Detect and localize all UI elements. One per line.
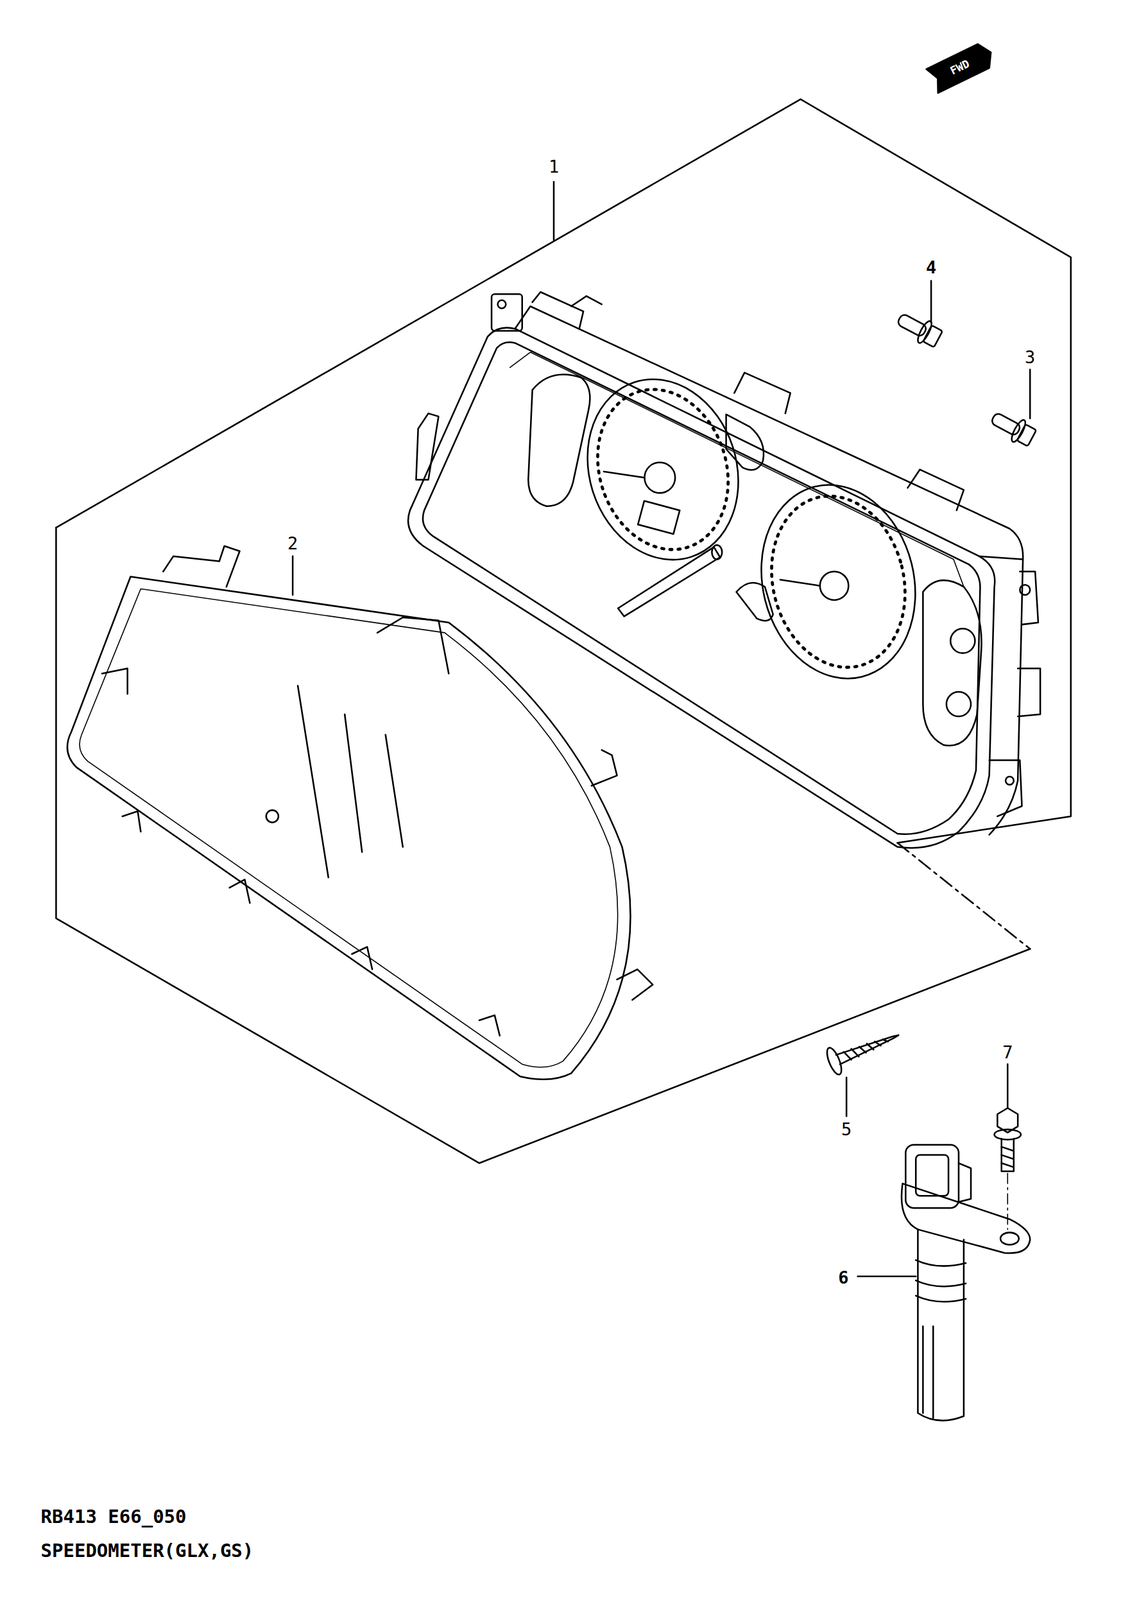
diagram-caption: SPEEDOMETER(GLX,GS) — [41, 1540, 255, 1560]
meter-cluster — [408, 291, 1041, 848]
callout-number: 2 — [287, 533, 298, 552]
callout-number: 4 — [925, 258, 937, 276]
fwd-badge — [926, 40, 998, 94]
callout-number: 6 — [838, 1267, 849, 1286]
bolt — [994, 1107, 1021, 1229]
callout-number: 3 — [1024, 348, 1036, 366]
bolt — [987, 406, 1038, 450]
bolt — [893, 308, 944, 351]
assembly-frame — [55, 99, 1071, 1164]
leader-lines — [292, 181, 1030, 1276]
callout-number: 1 — [548, 157, 559, 176]
speed-sensor — [901, 1144, 1030, 1421]
lens — [67, 546, 653, 1080]
screw — [823, 1021, 904, 1077]
diagram-caption: RB413 E66_050 — [41, 1507, 187, 1526]
callout-number: 5 — [841, 1120, 852, 1138]
callout-number: 7 — [1002, 1042, 1013, 1061]
